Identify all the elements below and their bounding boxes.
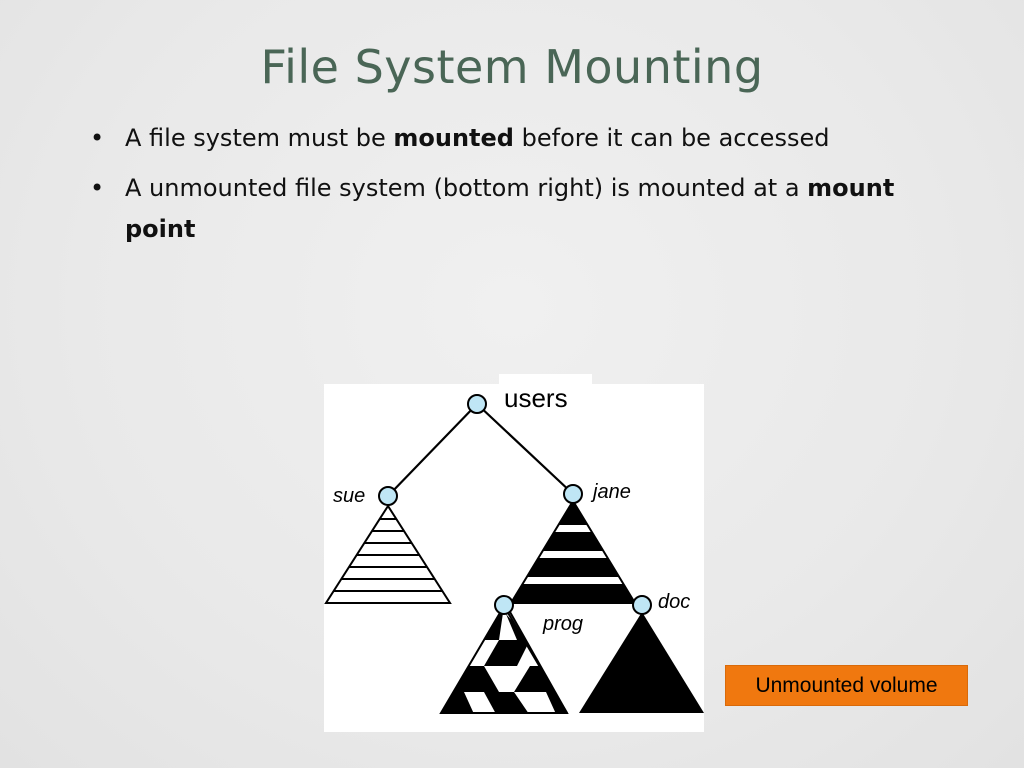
doc-subtree [579, 612, 704, 713]
label-jane: jane [590, 481, 631, 503]
unmounted-volume-label: Unmounted volume [755, 673, 938, 697]
bullet-text: A file system must be [125, 124, 394, 152]
diagram-panel-tab [499, 374, 592, 386]
node-prog [494, 595, 514, 615]
bullet-text: A unmounted file system (bottom right) i… [125, 174, 808, 202]
label-users: users [504, 383, 568, 413]
bullet-text: before it can be accessed [514, 124, 830, 152]
edge-users-sue [387, 403, 478, 497]
mount-tree-diagram: users sue jane prog doc [324, 374, 704, 732]
bullet-item: A unmounted file system (bottom right) i… [88, 168, 948, 250]
label-doc: doc [658, 591, 690, 613]
bullet-bold-term: mount point [125, 174, 895, 243]
bullet-list: A file system must be mounted before it … [88, 118, 948, 259]
label-prog: prog [542, 613, 583, 635]
bullet-item: A file system must be mounted before it … [88, 118, 948, 159]
label-sue: sue [333, 485, 365, 507]
node-jane [563, 484, 583, 504]
bullet-bold-term: mounted [393, 124, 514, 152]
node-doc [632, 595, 652, 615]
slide-title: File System Mounting [260, 40, 764, 94]
node-sue [378, 486, 398, 506]
node-users [467, 394, 487, 414]
edge-users-jane [476, 403, 574, 495]
unmounted-volume-callout: Unmounted volume [725, 665, 968, 706]
